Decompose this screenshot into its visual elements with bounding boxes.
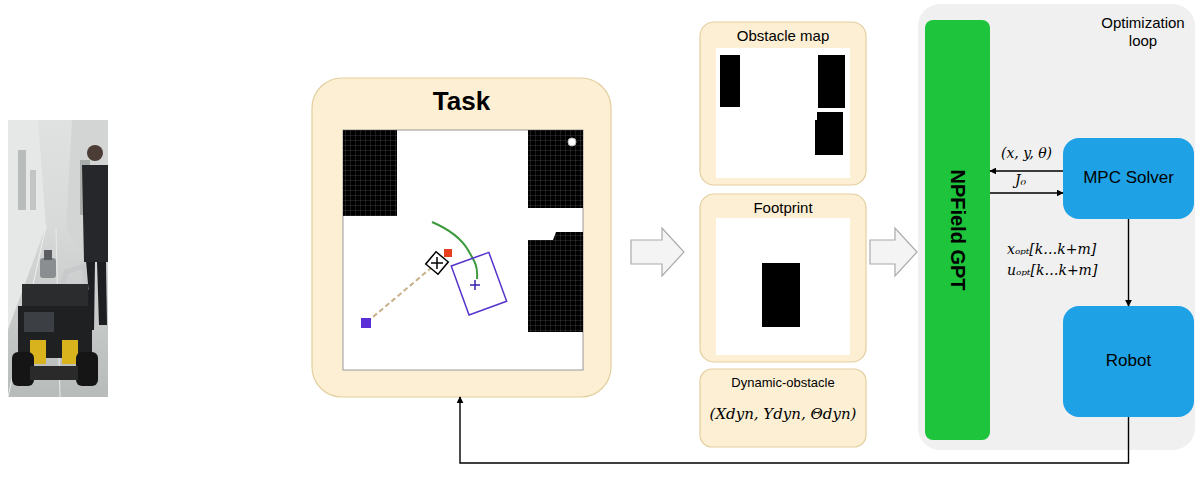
node-label: Obstacle map (700, 27, 866, 45)
edge-label: xₒₚₜ[k…k+m] uₒₚₜ[k…k+m] (1005, 239, 1111, 281)
obstacle-map-image (716, 48, 850, 178)
input-box: Obstacle map (700, 22, 866, 185)
node-label: Dynamic-obstacle (700, 375, 866, 391)
node-label: NPField GPT (946, 169, 970, 290)
node-shape (1063, 306, 1194, 417)
input-box: Footprint (700, 194, 866, 362)
node-shape (1063, 138, 1194, 219)
node-shape (312, 78, 611, 397)
block-arrow (631, 228, 684, 276)
node-shape (918, 4, 1195, 450)
node-label: Robot (1063, 351, 1194, 371)
node-label: MPC Solver (1063, 168, 1194, 188)
robot-photo (8, 120, 108, 397)
input-box: Dynamic-obstacle (Xdyn, Ydyn, Θdyn) (700, 369, 866, 447)
network-bar: NPField GPT (925, 20, 990, 440)
footprint-image (716, 218, 850, 355)
node-label: Footprint (700, 199, 866, 217)
node-shape (700, 369, 866, 447)
process-box: MPC Solver (1063, 138, 1194, 219)
node-label: Task (312, 86, 611, 117)
loop-panel: Optimization loopNPField GPT MPC SolverRo… (918, 4, 1195, 450)
edge-label: (x, y, θ) (999, 145, 1054, 162)
connector-arrow (990, 192, 1063, 193)
edge-label: J₀ (1013, 172, 1028, 189)
node-label: Optimization loop (1097, 14, 1189, 50)
node-shape (700, 194, 866, 362)
connector-arrow (1128, 219, 1129, 306)
block-arrow (870, 228, 917, 276)
node-sublabel: (Xdyn, Ydyn, Θdyn) (700, 405, 866, 423)
node-shape (700, 22, 866, 185)
task-box: Task (312, 78, 611, 397)
node-shape (925, 20, 990, 440)
process-box: Robot (1063, 306, 1194, 417)
task-map (343, 130, 583, 370)
connector-arrow (460, 397, 1129, 463)
